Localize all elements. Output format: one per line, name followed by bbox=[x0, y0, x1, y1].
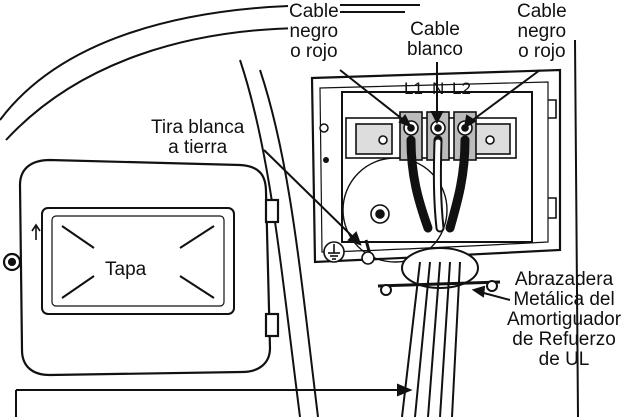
label-white-wire: Cable blanco bbox=[406, 19, 464, 60]
ground-screw bbox=[361, 204, 390, 265]
black-wire-right bbox=[445, 135, 470, 233]
terminal-label-l1: L1 bbox=[404, 79, 423, 98]
ground-symbol-icon bbox=[323, 241, 345, 263]
label-cover: Tapa bbox=[104, 259, 148, 280]
leader-lines bbox=[263, 11, 541, 301]
terminal-label-n: N bbox=[432, 79, 445, 98]
black-wire-left bbox=[406, 135, 433, 233]
bottom-pointer bbox=[15, 383, 413, 417]
label-black-or-red-wire-left: Cable negro o rojo bbox=[288, 1, 340, 62]
terminal-label-l2: L2 bbox=[452, 79, 471, 98]
terminal-block bbox=[345, 111, 517, 161]
label-black-or-red-wire-right: Cable negro o rojo bbox=[516, 1, 568, 62]
up-arrow-icon bbox=[31, 223, 41, 240]
label-strain-relief: Abrazadera Metálica del Amortiguador de … bbox=[507, 269, 622, 370]
cover-x-mark bbox=[61, 225, 215, 299]
power-cable bbox=[401, 261, 461, 417]
label-white-ground-strap: Tira blanca a tierra bbox=[150, 117, 246, 158]
